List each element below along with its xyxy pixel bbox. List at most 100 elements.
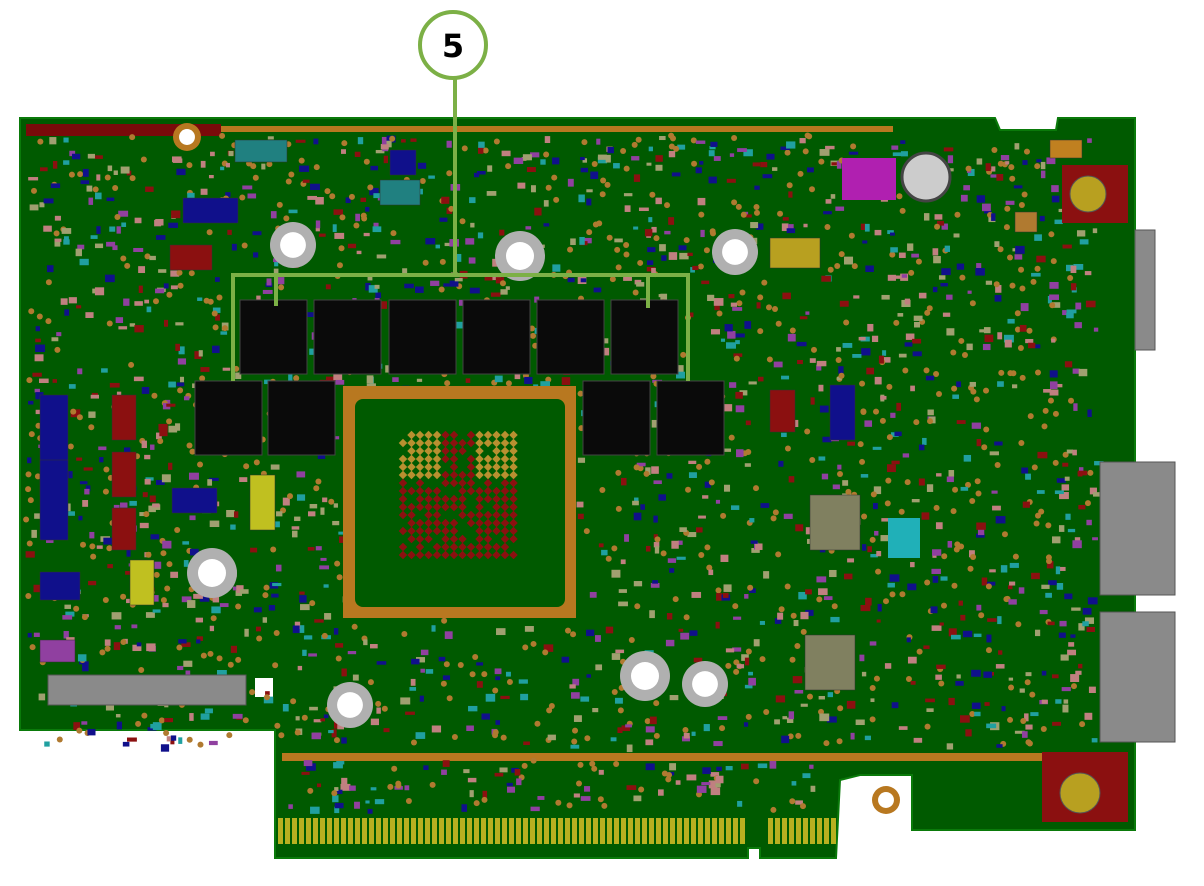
smd-component bbox=[420, 668, 425, 673]
gold-finger bbox=[369, 818, 374, 844]
smd-component bbox=[941, 268, 951, 276]
smd-component bbox=[1070, 283, 1077, 291]
smd-component bbox=[341, 777, 348, 785]
via-dot bbox=[934, 223, 941, 230]
smd-component bbox=[147, 727, 157, 731]
via-dot bbox=[25, 471, 32, 478]
bga-ball bbox=[475, 430, 484, 440]
asic-body bbox=[355, 399, 565, 607]
smd-component bbox=[912, 351, 922, 357]
smd-component bbox=[1068, 642, 1075, 647]
smd-component bbox=[51, 337, 59, 342]
via-dot bbox=[321, 632, 328, 639]
via-dot bbox=[102, 597, 109, 604]
smd-component bbox=[126, 549, 131, 557]
smd-component bbox=[215, 314, 220, 321]
bga-ball bbox=[475, 542, 484, 552]
via-dot bbox=[969, 300, 976, 307]
smd-component bbox=[843, 573, 853, 580]
bga-ball bbox=[492, 446, 501, 456]
via-dot bbox=[795, 732, 802, 739]
via-dot bbox=[614, 246, 621, 253]
bga-ball bbox=[483, 430, 493, 440]
via-dot bbox=[843, 319, 850, 326]
smd-component bbox=[832, 484, 840, 490]
via-dot bbox=[272, 662, 279, 669]
smd-component bbox=[986, 634, 992, 643]
smd-component bbox=[668, 252, 678, 260]
smd-component bbox=[918, 478, 925, 486]
via-dot bbox=[482, 147, 489, 154]
smd-component bbox=[335, 379, 345, 385]
bga-ball bbox=[509, 454, 518, 464]
smd-component bbox=[645, 467, 651, 475]
smd-component bbox=[659, 135, 666, 141]
smd-component bbox=[927, 409, 934, 416]
bga-ball bbox=[407, 502, 416, 512]
smd-component bbox=[932, 248, 939, 256]
smd-component bbox=[522, 154, 532, 161]
component bbox=[379, 179, 421, 206]
via-dot bbox=[889, 251, 896, 258]
smd-component bbox=[271, 593, 279, 598]
bga-ball bbox=[441, 550, 450, 560]
gold-finger bbox=[453, 818, 458, 844]
smd-component bbox=[494, 772, 504, 777]
via-dot bbox=[274, 722, 281, 729]
smd-component bbox=[88, 580, 97, 586]
gold-finger bbox=[768, 818, 773, 844]
smd-component bbox=[170, 571, 179, 578]
smd-component bbox=[1062, 244, 1072, 249]
smd-component bbox=[468, 257, 476, 264]
via-dot bbox=[120, 255, 127, 262]
via-dot bbox=[787, 733, 794, 740]
via-dot bbox=[25, 593, 32, 600]
memory-chips bbox=[194, 299, 725, 456]
via-dot bbox=[915, 258, 922, 265]
gold-finger bbox=[418, 818, 423, 844]
smd-component bbox=[990, 174, 997, 178]
smd-component bbox=[891, 460, 900, 465]
components bbox=[39, 139, 1083, 691]
smd-component bbox=[1046, 560, 1054, 569]
smd-component bbox=[900, 140, 906, 144]
smd-component bbox=[355, 213, 360, 222]
mounting-holes bbox=[173, 123, 900, 814]
smd-component bbox=[68, 384, 76, 389]
smd-component bbox=[889, 574, 900, 582]
via-dot bbox=[1087, 469, 1094, 476]
smd-component bbox=[328, 730, 334, 734]
via-dot bbox=[461, 145, 468, 152]
smd-component bbox=[658, 494, 666, 501]
smd-component bbox=[786, 228, 796, 234]
via-dot bbox=[733, 355, 740, 362]
bga-ball bbox=[424, 462, 433, 472]
smd-component bbox=[225, 192, 231, 197]
smd-component bbox=[633, 512, 642, 521]
smd-component bbox=[430, 280, 440, 286]
smd-component bbox=[769, 761, 777, 769]
smd-component bbox=[275, 277, 285, 285]
via-dot bbox=[301, 714, 308, 721]
smd-component bbox=[975, 533, 985, 538]
smd-component bbox=[255, 626, 262, 632]
via-dot bbox=[283, 215, 290, 222]
via-dot bbox=[634, 603, 641, 610]
smd-component bbox=[676, 556, 686, 560]
via-dot bbox=[886, 434, 893, 441]
via-dot bbox=[37, 138, 44, 145]
smd-component bbox=[1062, 704, 1069, 713]
gold-finger bbox=[432, 818, 437, 844]
smd-component bbox=[162, 602, 169, 608]
smd-component bbox=[402, 268, 408, 275]
smd-component bbox=[300, 604, 310, 611]
smd-component bbox=[633, 795, 642, 802]
smd-component bbox=[374, 799, 385, 805]
smd-component bbox=[523, 741, 530, 746]
via-dot bbox=[1003, 224, 1010, 231]
via-dot bbox=[653, 732, 660, 739]
smd-component bbox=[28, 177, 39, 181]
smd-component bbox=[593, 287, 602, 293]
smd-component bbox=[891, 145, 899, 150]
smd-component bbox=[103, 537, 113, 545]
